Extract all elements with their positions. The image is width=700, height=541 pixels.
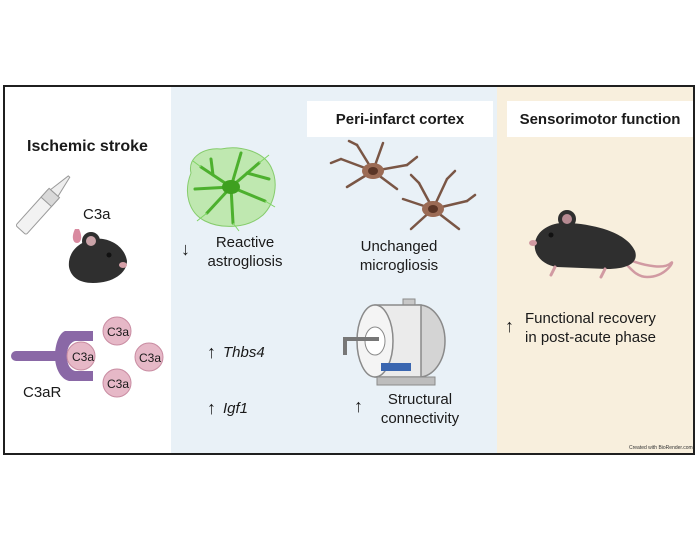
decrease-arrow-icon: ↓ (181, 239, 190, 259)
header-sensorimotor: Sensorimotor function (507, 101, 693, 137)
free-ligand-2 (134, 342, 164, 372)
connectivity-label-line2: connectivity (380, 410, 460, 427)
microgliosis-label-line1: Unchanged (360, 238, 438, 255)
microgliosis-label-line2: microgliosis (359, 257, 439, 274)
free-ligand-3 (102, 368, 132, 398)
receptor-label: C3aR (23, 384, 62, 401)
header-peri-infarct: Peri-infarct cortex (307, 101, 493, 137)
biorender-credit: Created with BioRender.com (629, 445, 693, 451)
increase-arrow-icon: ↑ (505, 316, 514, 336)
free-ligand-1 (102, 316, 132, 346)
free-ligand-label: C3a (107, 377, 130, 391)
increase-arrow-icon: ↑ (354, 396, 363, 416)
c3a-receptor-diagram (11, 316, 164, 398)
c3a-injection-label: C3a (83, 206, 111, 223)
connectivity-label-line1: Structural (387, 391, 453, 408)
increase-arrow-icon: ↑ (207, 342, 216, 362)
bound-ligand-label: C3a (72, 350, 95, 364)
receptor-cup (55, 331, 93, 381)
astrogliosis-label-line2: astrogliosis (207, 253, 283, 270)
thbs4-label: Thbs4 (223, 344, 265, 361)
figure-frame: Ischemic stroke Peri-infarct cortex Sens… (3, 85, 695, 455)
free-ligand-label: C3a (139, 351, 162, 365)
bound-ligand (66, 341, 96, 371)
astrocyte-icon (187, 147, 276, 232)
header-ischemic-stroke: Ischemic stroke (27, 138, 148, 155)
igf1-label: Igf1 (223, 400, 249, 417)
panel-sensorimotor (497, 87, 693, 453)
mri-scanner-icon (343, 298, 446, 386)
mouse-head-icon (68, 232, 127, 283)
microglia-icon (329, 139, 477, 231)
recovery-label-line2: in post-acute phase (525, 329, 656, 346)
pipette-injection-icon (15, 175, 82, 243)
receptor-stalk (11, 351, 65, 361)
free-ligand-label: C3a (107, 325, 130, 339)
mouse-icon (529, 210, 674, 279)
astrogliosis-label-line1: Reactive (215, 234, 275, 251)
recovery-label-line1: Functional recovery (525, 310, 656, 327)
increase-arrow-icon: ↑ (207, 398, 216, 418)
